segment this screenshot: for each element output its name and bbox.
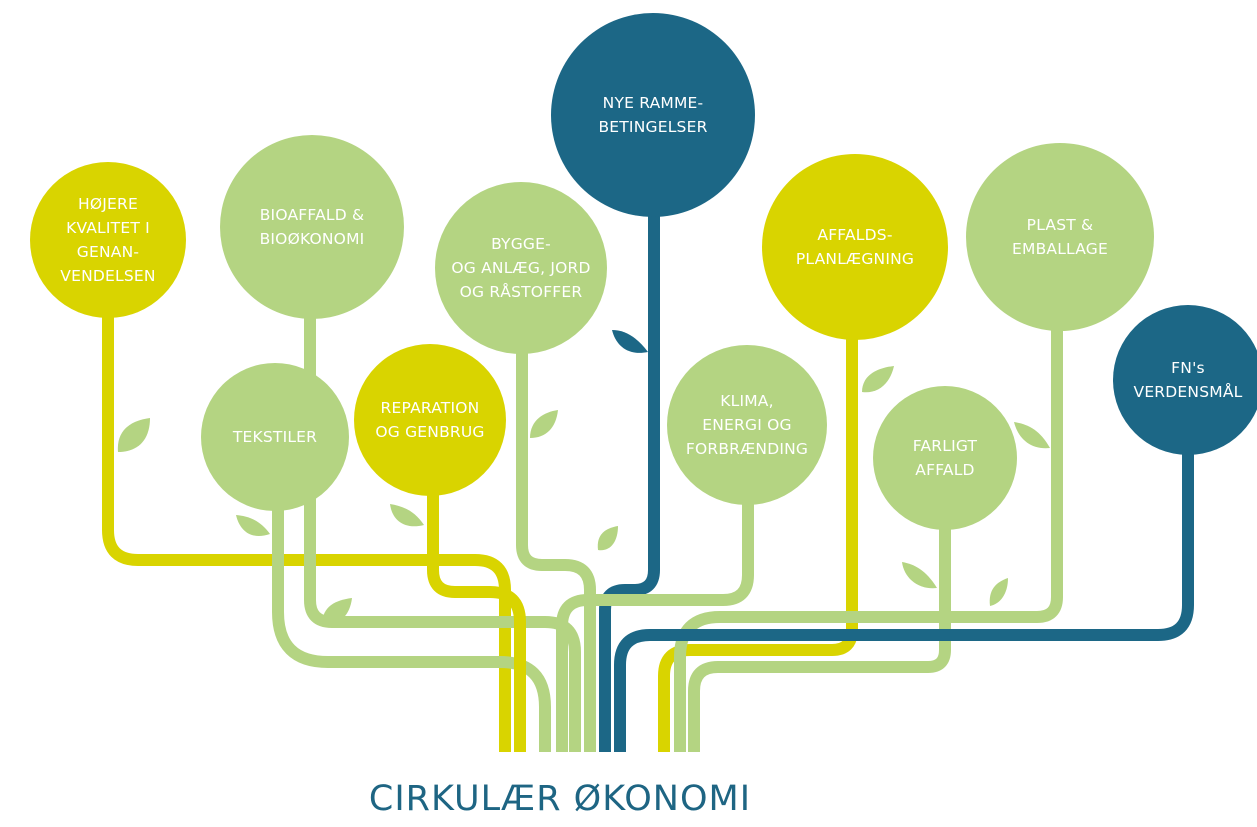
- leaf-icon: [902, 562, 937, 589]
- branch-bygge: [516, 330, 596, 752]
- topic-label-line: NYE RAMME-: [603, 94, 704, 112]
- topic-label-line: FORBRÆNDING: [686, 440, 808, 458]
- topic-label-line: PLANLÆGNING: [796, 250, 914, 268]
- topic-circle: [551, 13, 755, 217]
- leaf-icon: [597, 526, 618, 551]
- branch-lines: [102, 200, 1194, 752]
- topic-label-line: BETINGELSER: [598, 118, 707, 136]
- topic-label-line: ENERGI OG: [702, 416, 791, 434]
- branch-fn-verdensmaal: [614, 450, 1194, 752]
- topic-node-reparation: REPARATION OG GENBRUG: [354, 344, 506, 496]
- topic-circle: [966, 143, 1154, 331]
- topic-node-hojere-kvalitet: HØJERE KVALITET I GENAN- VENDELSEN: [30, 162, 186, 318]
- topic-label-line: TEKSTILER: [232, 428, 317, 446]
- leaf-icon: [1014, 422, 1050, 449]
- leaf-icon: [530, 410, 558, 438]
- topic-label-line: VERDENSMÅL: [1134, 382, 1243, 401]
- topic-node-nye-rammebetingelser: NYE RAMME- BETINGELSER: [551, 13, 755, 217]
- leaf-icon: [612, 330, 648, 353]
- branch-farligt-affald: [688, 505, 951, 752]
- topic-circle: [1113, 305, 1257, 455]
- topic-label-line: PLAST &: [1027, 216, 1094, 234]
- topic-label-line: FN's: [1171, 359, 1205, 377]
- topic-label-line: KVALITET I: [66, 219, 150, 237]
- branch-tekstiler: [272, 480, 551, 752]
- topic-node-affaldsplanlaegning: AFFALDS- PLANLÆGNING: [762, 154, 948, 340]
- branch-bioaffald: [304, 300, 581, 752]
- topic-label-line: AFFALDS-: [817, 226, 892, 244]
- topic-circle: [873, 386, 1017, 530]
- topic-label-line: REPARATION: [381, 399, 480, 417]
- branch-klima: [556, 450, 754, 752]
- topic-node-bioaffald: BIOAFFALD & BIOØKONOMI: [220, 135, 404, 319]
- topic-label-line: BIOØKONOMI: [260, 230, 365, 248]
- topic-label-line: GENAN-: [77, 243, 139, 261]
- leaf-icon: [322, 598, 352, 626]
- topic-label-line: OG RÅSTOFFER: [460, 282, 583, 301]
- topic-node-farligt-affald: FARLIGT AFFALD: [873, 386, 1017, 530]
- diagram-title: CIRKULÆR ØKONOMI: [369, 779, 751, 819]
- topic-label-line: OG ANLÆG, JORD: [451, 259, 590, 277]
- topic-circle: [30, 162, 186, 318]
- leaf-icon: [989, 578, 1008, 606]
- leaf-icon: [236, 515, 270, 536]
- topic-circle: [435, 182, 607, 354]
- topic-circle: [354, 344, 506, 496]
- branch-plast: [674, 320, 1063, 752]
- topic-label-line: FARLIGT: [913, 437, 978, 455]
- topic-label-line: BYGGE-: [491, 235, 551, 253]
- leaf-icon: [117, 418, 150, 452]
- topic-label-line: VENDELSEN: [60, 267, 155, 285]
- topic-node-klima: KLIMA, ENERGI OG FORBRÆNDING: [667, 345, 827, 505]
- topic-label-line: HØJERE: [78, 195, 138, 213]
- topic-label-line: KLIMA,: [720, 392, 773, 410]
- topic-circle: [762, 154, 948, 340]
- leaf-icon: [862, 366, 894, 393]
- topic-label-line: OG GENBRUG: [375, 423, 484, 441]
- topic-label-line: EMBALLAGE: [1012, 240, 1108, 258]
- topic-node-plast: PLAST & EMBALLAGE: [966, 143, 1154, 331]
- topic-node-bygge: BYGGE- OG ANLÆG, JORD OG RÅSTOFFER: [435, 182, 607, 354]
- topic-node-tekstiler: TEKSTILER: [201, 363, 349, 511]
- topic-circle: [667, 345, 827, 505]
- topic-label-line: AFFALD: [915, 461, 974, 479]
- branch-nye-rammebetingelser: [599, 200, 660, 752]
- leaves: [117, 330, 1050, 626]
- topic-circle: [201, 363, 349, 511]
- topic-circle: [220, 135, 404, 319]
- topic-circles: HØJERE KVALITET I GENAN- VENDELSEN BIOAFFALD…: [30, 13, 1257, 530]
- topic-label-line: BIOAFFALD &: [260, 206, 365, 224]
- leaf-icon: [390, 504, 424, 527]
- branch-reparation: [427, 460, 526, 752]
